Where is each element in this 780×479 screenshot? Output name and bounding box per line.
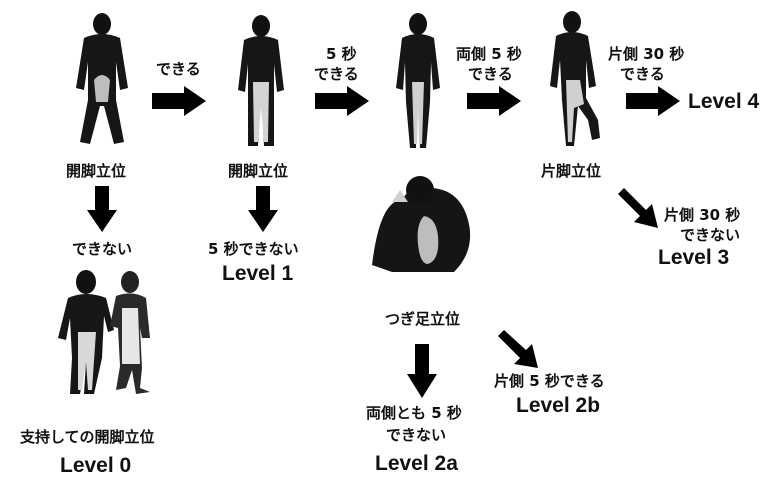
arrow-right-3 [467, 86, 521, 116]
transition-cannot: できない [72, 240, 133, 258]
arrow-down-2 [248, 186, 278, 232]
transition-both-5-cannot-line1: 両側とも 5 秒 [366, 404, 462, 422]
transition-one-30-sec-line1: 片側 30 秒 [608, 45, 685, 63]
transition-both-5-cannot-line2: できない [386, 426, 447, 444]
stance-label-wide-1: 開脚立位 [66, 162, 127, 180]
stance-label-supported: 支持しての開脚立位 [20, 428, 155, 446]
transition-can: できる [156, 60, 201, 78]
arrow-down-1 [87, 186, 117, 232]
tandem-stance-figure [372, 176, 471, 272]
stance-label-single-leg: 片脚立位 [541, 162, 602, 180]
transition-one-30-sec-line2: できる [620, 65, 665, 83]
wide-stance-figure-1 [76, 13, 128, 144]
arrow-diagonal-1 [618, 188, 658, 228]
transition-both-five-sec-line2: できる [468, 65, 513, 83]
stance-label-tandem: つぎ足立位 [385, 310, 461, 328]
arrow-right-2 [315, 86, 369, 116]
supported-stance-figure [58, 270, 150, 394]
arrow-right-1 [152, 86, 206, 116]
level-2a: Level 2a [375, 452, 458, 475]
transition-five-sec-can-line1: 5 秒 [326, 45, 357, 63]
stance-figure-3 [396, 13, 440, 148]
stance-label-wide-2: 開脚立位 [228, 162, 289, 180]
arrow-right-4 [626, 86, 680, 116]
transition-five-sec-cannot: 5 秒できない [208, 240, 299, 258]
arrow-diagonal-2 [498, 330, 538, 368]
level-2b: Level 2b [516, 394, 601, 417]
arrow-down-3 [407, 344, 437, 398]
transition-both-five-sec-line1: 両側 5 秒 [456, 45, 522, 63]
single-leg-stance-figure [550, 11, 600, 146]
transition-one-30-cannot-line2: できない [680, 226, 741, 244]
transition-five-sec-can-line2: できる [314, 65, 359, 83]
level-1: Level 1 [222, 262, 294, 285]
transition-one-30-cannot-line1: 片側 30 秒 [664, 206, 741, 224]
level-3: Level 3 [658, 246, 730, 269]
level-4: Level 4 [688, 90, 760, 113]
level-0: Level 0 [60, 454, 132, 477]
wide-stance-figure-2 [238, 15, 284, 146]
transition-one-5-can: 片側 5 秒できる [494, 372, 605, 390]
